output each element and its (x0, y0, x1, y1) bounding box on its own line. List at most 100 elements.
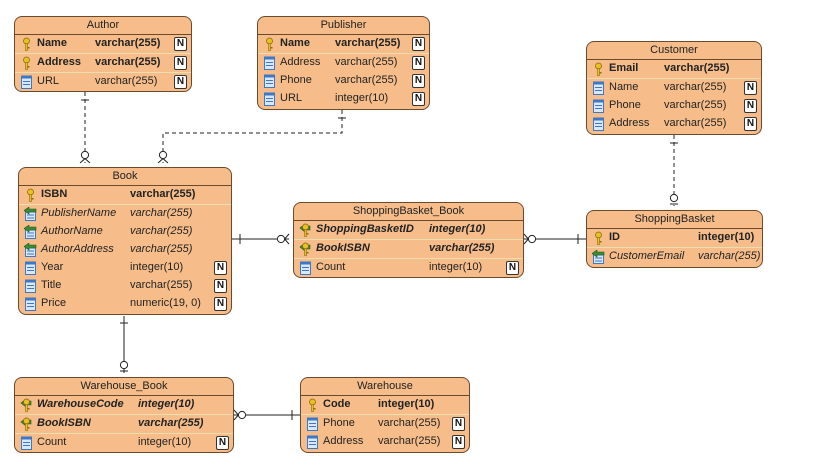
key-icon (592, 231, 605, 245)
column-name: ShoppingBasketID (316, 223, 414, 235)
column-type: varchar(255) (130, 225, 193, 237)
column-icon (299, 261, 312, 275)
primary-foreign-key-icon (20, 417, 33, 431)
column-type: varchar(255) (95, 56, 161, 68)
column-type: varchar(255) (664, 117, 727, 129)
column-icon (24, 279, 37, 293)
column-row[interactable]: ShoppingBasketID integer(10) (294, 221, 523, 240)
column-type: varchar(255) (335, 37, 401, 49)
nullable-flag: N (412, 74, 425, 88)
column-name: Count (316, 261, 346, 273)
column-name: Phone (280, 74, 312, 86)
column-type: integer(10) (429, 223, 486, 235)
column-type: varchar(255) (130, 243, 193, 255)
key-icon (20, 56, 33, 70)
foreign-key-icon (591, 249, 605, 264)
column-name: Name (37, 37, 67, 49)
column-name: Phone (609, 99, 641, 111)
column-type: integer(10) (698, 231, 755, 243)
nullable-flag: N (214, 261, 227, 275)
column-icon (20, 436, 33, 450)
relationship-link[interactable] (233, 409, 300, 421)
column-type: varchar(255) (130, 207, 193, 219)
column-name: CustomerEmail (609, 250, 685, 262)
column-row[interactable]: URL varchar(255) N (15, 73, 191, 91)
cardinality-many-mark (523, 233, 530, 245)
column-name: URL (280, 92, 303, 104)
relationship-link[interactable] (79, 92, 91, 164)
entity-title: Publisher (258, 17, 429, 35)
column-row[interactable]: AuthorAddress varchar(255) (19, 241, 231, 259)
column-type: integer(10) (429, 261, 483, 273)
column-row[interactable]: Phone varchar(255) N (258, 72, 429, 90)
column-icon (263, 74, 276, 88)
column-name: AuthorAddress (41, 243, 114, 255)
relationship-link[interactable] (669, 135, 679, 206)
column-name: Name (609, 81, 639, 93)
column-type: varchar(255) (664, 81, 727, 93)
column-name: URL (37, 75, 60, 87)
nullable-flag: N (412, 37, 425, 51)
column-type: varchar(255) (664, 99, 727, 111)
cardinality-optional-mark (669, 193, 679, 203)
cardinality-optional-mark (527, 234, 537, 244)
column-type: varchar(255) (335, 74, 398, 86)
entity-title: Author (15, 17, 191, 35)
column-row[interactable]: CustomerEmail varchar(255) (587, 248, 762, 266)
column-type: varchar(255) (335, 56, 398, 68)
entity-title: ShoppingBasket (587, 211, 762, 229)
column-type: varchar(255) (130, 188, 196, 200)
column-icon (592, 99, 605, 113)
nullable-flag: N (174, 75, 187, 89)
column-type: varchar(255) (698, 250, 761, 262)
relationship-link[interactable] (157, 110, 346, 164)
column-row[interactable]: AuthorName varchar(255) (19, 223, 231, 241)
column-type: varchar(255) (95, 75, 158, 87)
key-icon (20, 37, 33, 51)
cardinality-many-mark (79, 157, 91, 164)
column-name: AuthorName (41, 225, 103, 237)
relationship-link[interactable] (232, 233, 290, 245)
entity-title: Warehouse (301, 378, 469, 396)
column-type: varchar(255) (378, 435, 441, 447)
key-icon (306, 398, 319, 412)
nullable-flag: N (452, 435, 465, 449)
column-icon (306, 417, 319, 431)
column-type: integer(10) (138, 398, 195, 410)
column-name: Email (609, 62, 639, 74)
relationship-link[interactable] (523, 233, 586, 245)
column-name: Code (323, 398, 351, 410)
relationship-link[interactable] (119, 316, 129, 373)
